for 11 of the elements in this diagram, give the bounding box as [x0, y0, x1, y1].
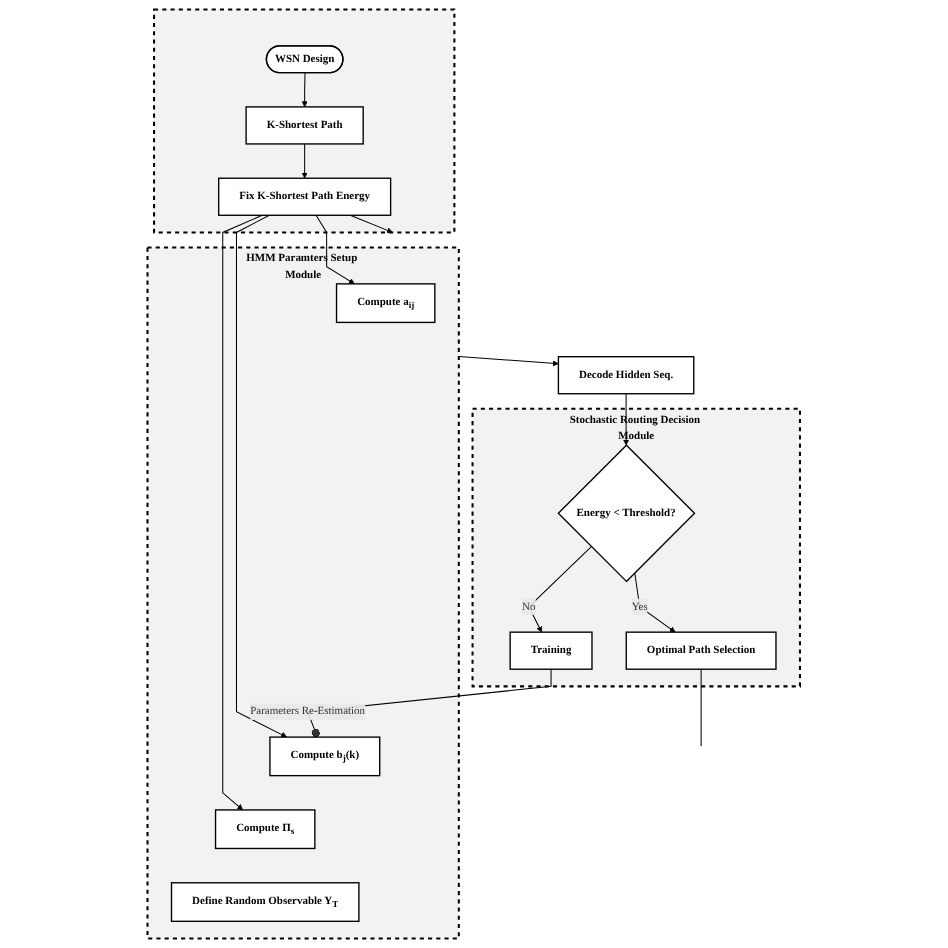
arrow	[458, 355, 559, 367]
arrow	[301, 143, 308, 179]
arrow	[623, 393, 630, 446]
arrow	[634, 572, 676, 633]
arrow	[301, 72, 308, 108]
arrow	[528, 546, 593, 633]
arrow	[236, 214, 288, 738]
connector	[700, 668, 702, 747]
arrow	[350, 214, 394, 234]
arrow	[222, 214, 263, 811]
arrow	[315, 214, 355, 285]
